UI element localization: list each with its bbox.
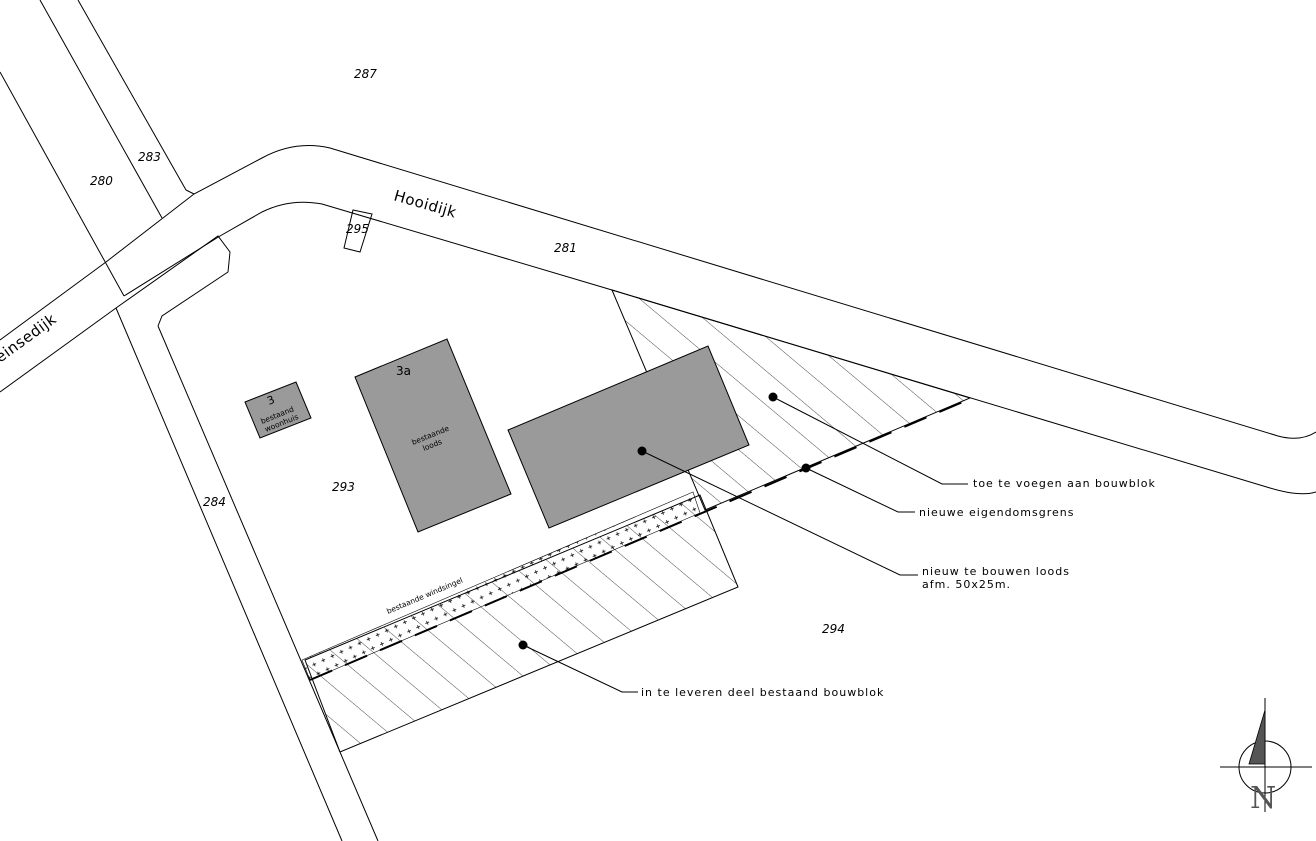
- parcel-284: 284: [203, 495, 226, 509]
- label-new-boundary: nieuwe eigendomsgrens: [919, 506, 1074, 519]
- surrender-block-area: [304, 494, 739, 753]
- label-add-to-block: toe te voegen aan bouwblok: [973, 477, 1156, 490]
- parcel-287: 287: [354, 67, 377, 81]
- parcel-280: 280: [90, 174, 113, 188]
- label-surrender-block: in te leveren deel bestaand bouwblok: [641, 686, 884, 699]
- parcel-281: 281: [554, 241, 577, 255]
- north-arrow-icon: N: [1220, 698, 1312, 816]
- new-property-boundary: [309, 397, 973, 681]
- parcel-295: 295: [346, 222, 369, 236]
- label-new-barn: nieuw te bouwen loods: [922, 565, 1070, 578]
- existing-house: [244, 381, 312, 439]
- label-new-barn-size: afm. 50x25m.: [922, 578, 1011, 591]
- parcel-293: 293: [332, 480, 355, 494]
- parcel-294: 294: [822, 622, 845, 636]
- callout-leaders: [518, 392, 968, 693]
- parcel-283: 283: [138, 150, 161, 164]
- north-label: N: [1250, 781, 1276, 816]
- barn-number: 3a: [396, 364, 411, 378]
- road-hooidijk: Hooidijk: [392, 187, 459, 222]
- new-barn: [507, 345, 750, 529]
- existing-barn: [354, 338, 512, 533]
- house-number: 3: [265, 393, 276, 408]
